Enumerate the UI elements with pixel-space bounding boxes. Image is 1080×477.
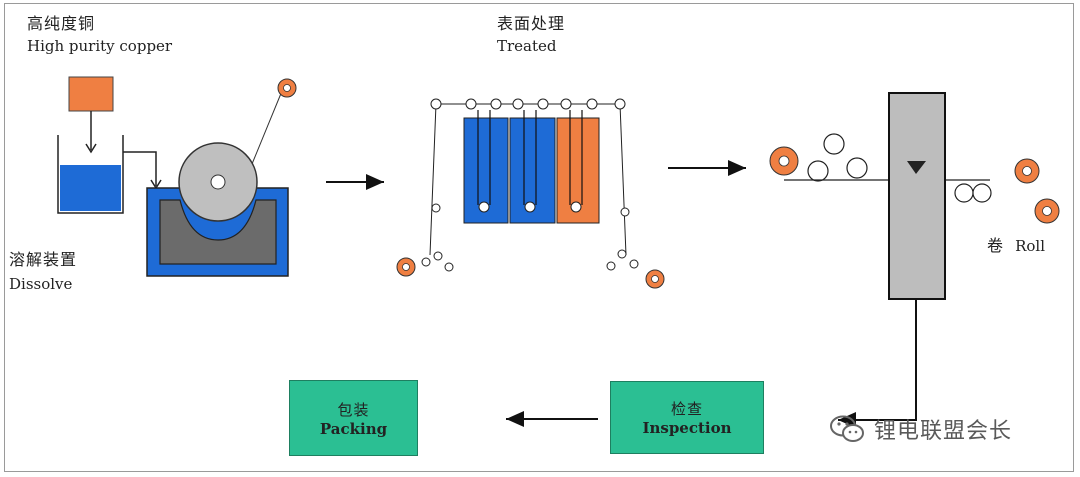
inspection-box: 检查 Inspection xyxy=(610,381,764,454)
inspection-en-label: Inspection xyxy=(642,419,732,437)
cathode-drum xyxy=(178,78,297,222)
flow-arrow-3 xyxy=(838,300,917,428)
packing-cn-label: 包装 xyxy=(337,400,370,419)
packing-en-label: Packing xyxy=(319,419,388,438)
inspection-cn-label: 检查 xyxy=(670,400,703,418)
treated-cn-label: 表面处理 xyxy=(497,14,566,33)
treatment-feed-roll xyxy=(396,257,416,277)
treatment-rollers xyxy=(421,98,639,272)
finished-rolls xyxy=(1014,158,1060,224)
slitting-input-roll xyxy=(769,146,799,176)
slitting-press xyxy=(888,92,946,300)
dissolve-top-en-label: High purity copper xyxy=(27,37,173,55)
dissolve-en-label: Dissolve xyxy=(9,275,73,293)
roll-en-label: Roll xyxy=(1015,237,1046,255)
packing-box: 包装 Packing xyxy=(289,380,418,456)
dissolve-top-cn-label: 高纯度铜 xyxy=(27,14,96,33)
diagram-border xyxy=(4,3,1074,472)
copper-feed-block xyxy=(68,76,114,154)
treated-en-label: Treated xyxy=(497,37,557,55)
watermark-text: 锂电联盟会长 xyxy=(874,419,1013,444)
watermark: 锂电联盟会长 xyxy=(828,413,1012,445)
treatment-tanks xyxy=(463,110,600,224)
slitting-rollers xyxy=(807,133,992,203)
roll-cn-label: 卷 xyxy=(987,236,1005,255)
dissolve-tank xyxy=(57,135,124,214)
roll-label: 卷 Roll xyxy=(987,232,1045,256)
treatment-output-roll xyxy=(645,269,665,289)
dissolve-cn-label: 溶解装置 xyxy=(9,250,78,269)
transfer-pipe xyxy=(123,151,162,190)
wechat-icon xyxy=(830,415,864,442)
